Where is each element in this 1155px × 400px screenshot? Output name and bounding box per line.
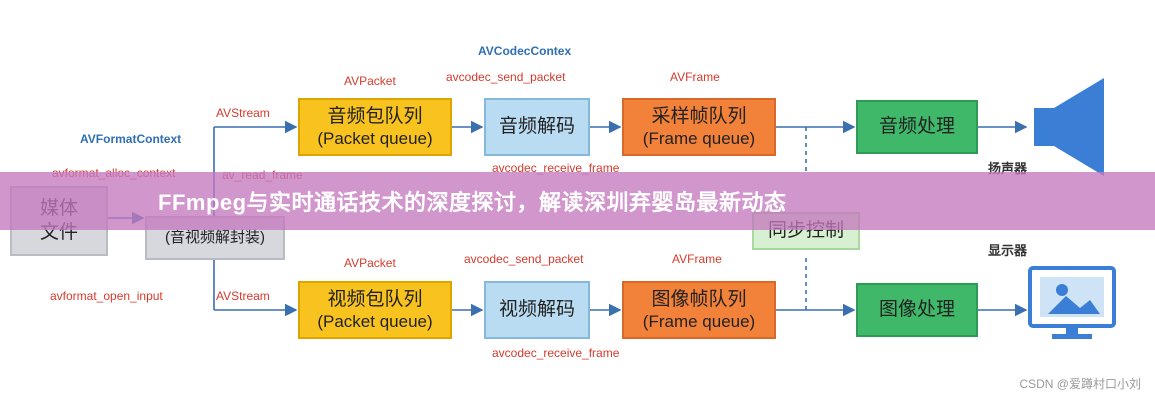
open-input-label: avformat_open_input [50,289,163,303]
monitor-icon [1028,266,1116,339]
monitor-label: 显示器 [988,243,1028,258]
speaker-icon [1034,78,1104,176]
video-packet-queue-box: 视频包队列 (Packet queue) [298,281,452,339]
audio-process-box: 音频处理 [856,100,978,154]
audio-stream-label: AVStream [216,106,270,120]
audio-decode-title: 音频解码 [498,116,575,138]
video-process-title: 图像处理 [878,299,955,321]
diagram-title: AVCodecContex [478,44,572,58]
audio-decode-box: 音频解码 [484,98,590,156]
video-packet-label: AVPacket [344,256,396,270]
audio-packet-queue-title: 音频包队列 [327,105,423,127]
audio-frame-queue-box: 采样帧队列 (Frame queue) [622,98,776,156]
audio-process-title: 音频处理 [878,116,955,138]
video-stream-label: AVStream [216,289,270,303]
video-frame-queue-sub: (Frame queue) [642,312,756,332]
audio-send-packet-label: avcodec_send_packet [446,70,566,84]
video-decode-box: 视频解码 [484,281,590,339]
video-frame-queue-title: 图像帧队列 [651,288,747,310]
video-process-box: 图像处理 [856,283,978,337]
audio-packet-label: AVPacket [344,74,396,88]
audio-packet-queue-box: 音频包队列 (Packet queue) [298,98,452,156]
audio-frame-queue-sub: (Frame queue) [642,129,756,149]
audio-frame-queue-title: 采样帧队列 [651,105,747,127]
video-decode-title: 视频解码 [498,299,575,321]
source-watermark: CSDN @爱蹲村口小刘 [1019,377,1141,391]
video-packet-queue-sub: (Packet queue) [317,312,433,332]
audio-packet-queue-sub: (Packet queue) [317,129,433,149]
format-context-label: AVFormatContext [80,132,182,146]
video-send-packet-label: avcodec_send_packet [464,252,584,266]
video-packet-queue-title: 视频包队列 [327,288,423,310]
video-frame-queue-box: 图像帧队列 (Frame queue) [622,281,776,339]
video-receive-frame-label: avcodec_receive_frame [492,346,620,360]
audio-receive-frame-label: avcodec_receive_frame [492,161,620,175]
headline-text: FFmpeg与实时通话技术的深度探讨，解读深圳弃婴岛最新动态 [158,190,787,215]
demux-line2: (音视频解封装) [165,228,265,246]
headline-banner [0,172,1155,230]
audio-frame-label: AVFrame [670,70,720,84]
video-frame-label: AVFrame [672,252,722,266]
